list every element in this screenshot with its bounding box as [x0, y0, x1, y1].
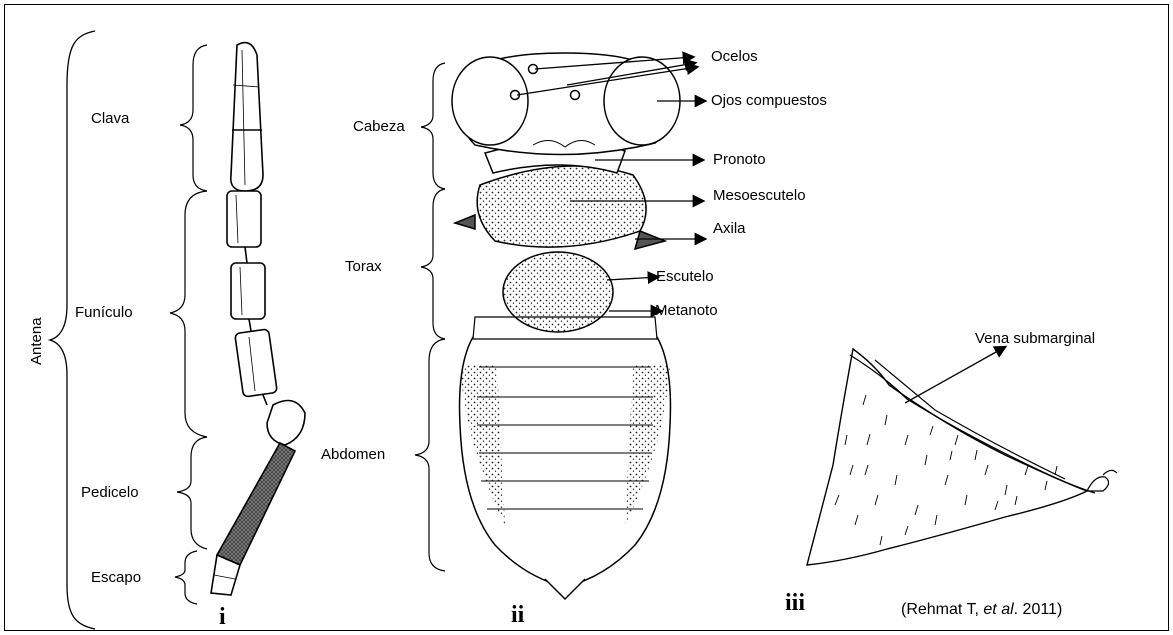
- funiculo-label: Funículo: [75, 305, 133, 320]
- figure-panel: Antena Clava Funículo Pedicelo Escapo i …: [4, 4, 1169, 631]
- pronoto-label: Pronoto: [713, 152, 766, 167]
- pedicelo-label: Pedicelo: [81, 485, 139, 500]
- metanoto-label: Metanoto: [655, 303, 718, 318]
- antena-brace: [50, 31, 95, 629]
- ocelos-label: Ocelos: [711, 49, 758, 64]
- citation: (Rehmat T, et al. 2011): [901, 602, 1062, 618]
- clava-label: Clava: [91, 111, 129, 126]
- antena-label: Antena: [29, 317, 44, 365]
- mesoescutelo-label: Mesoescutelo: [713, 188, 806, 203]
- cabeza-label: Cabeza: [353, 119, 405, 134]
- part-braces: [170, 45, 207, 604]
- diagram-drawing: [5, 5, 1169, 631]
- panel-label-iii: iii: [785, 591, 805, 615]
- panel-label-ii: ii: [511, 603, 524, 627]
- escutelo-label: Escutelo: [656, 269, 714, 284]
- citation-prefix: (Rehmat T,: [901, 601, 983, 618]
- wasp-body-drawing: [452, 53, 680, 599]
- wing-drawing: [807, 349, 1117, 565]
- torax-label: Torax: [345, 259, 382, 274]
- wing-arrow: [905, 347, 1005, 403]
- axila-label: Axila: [713, 221, 746, 236]
- citation-etal: et al: [983, 601, 1013, 618]
- antenna-drawing: [211, 43, 305, 595]
- escapo-label: Escapo: [91, 570, 141, 585]
- panel-label-i: i: [219, 605, 226, 629]
- body-braces: [415, 63, 445, 571]
- vena-submarginal-label: Vena submarginal: [975, 331, 1095, 346]
- abdomen-label: Abdomen: [321, 447, 385, 462]
- citation-suffix: . 2011): [1014, 601, 1063, 618]
- ojos-compuestos-label: Ojos compuestos: [711, 93, 827, 108]
